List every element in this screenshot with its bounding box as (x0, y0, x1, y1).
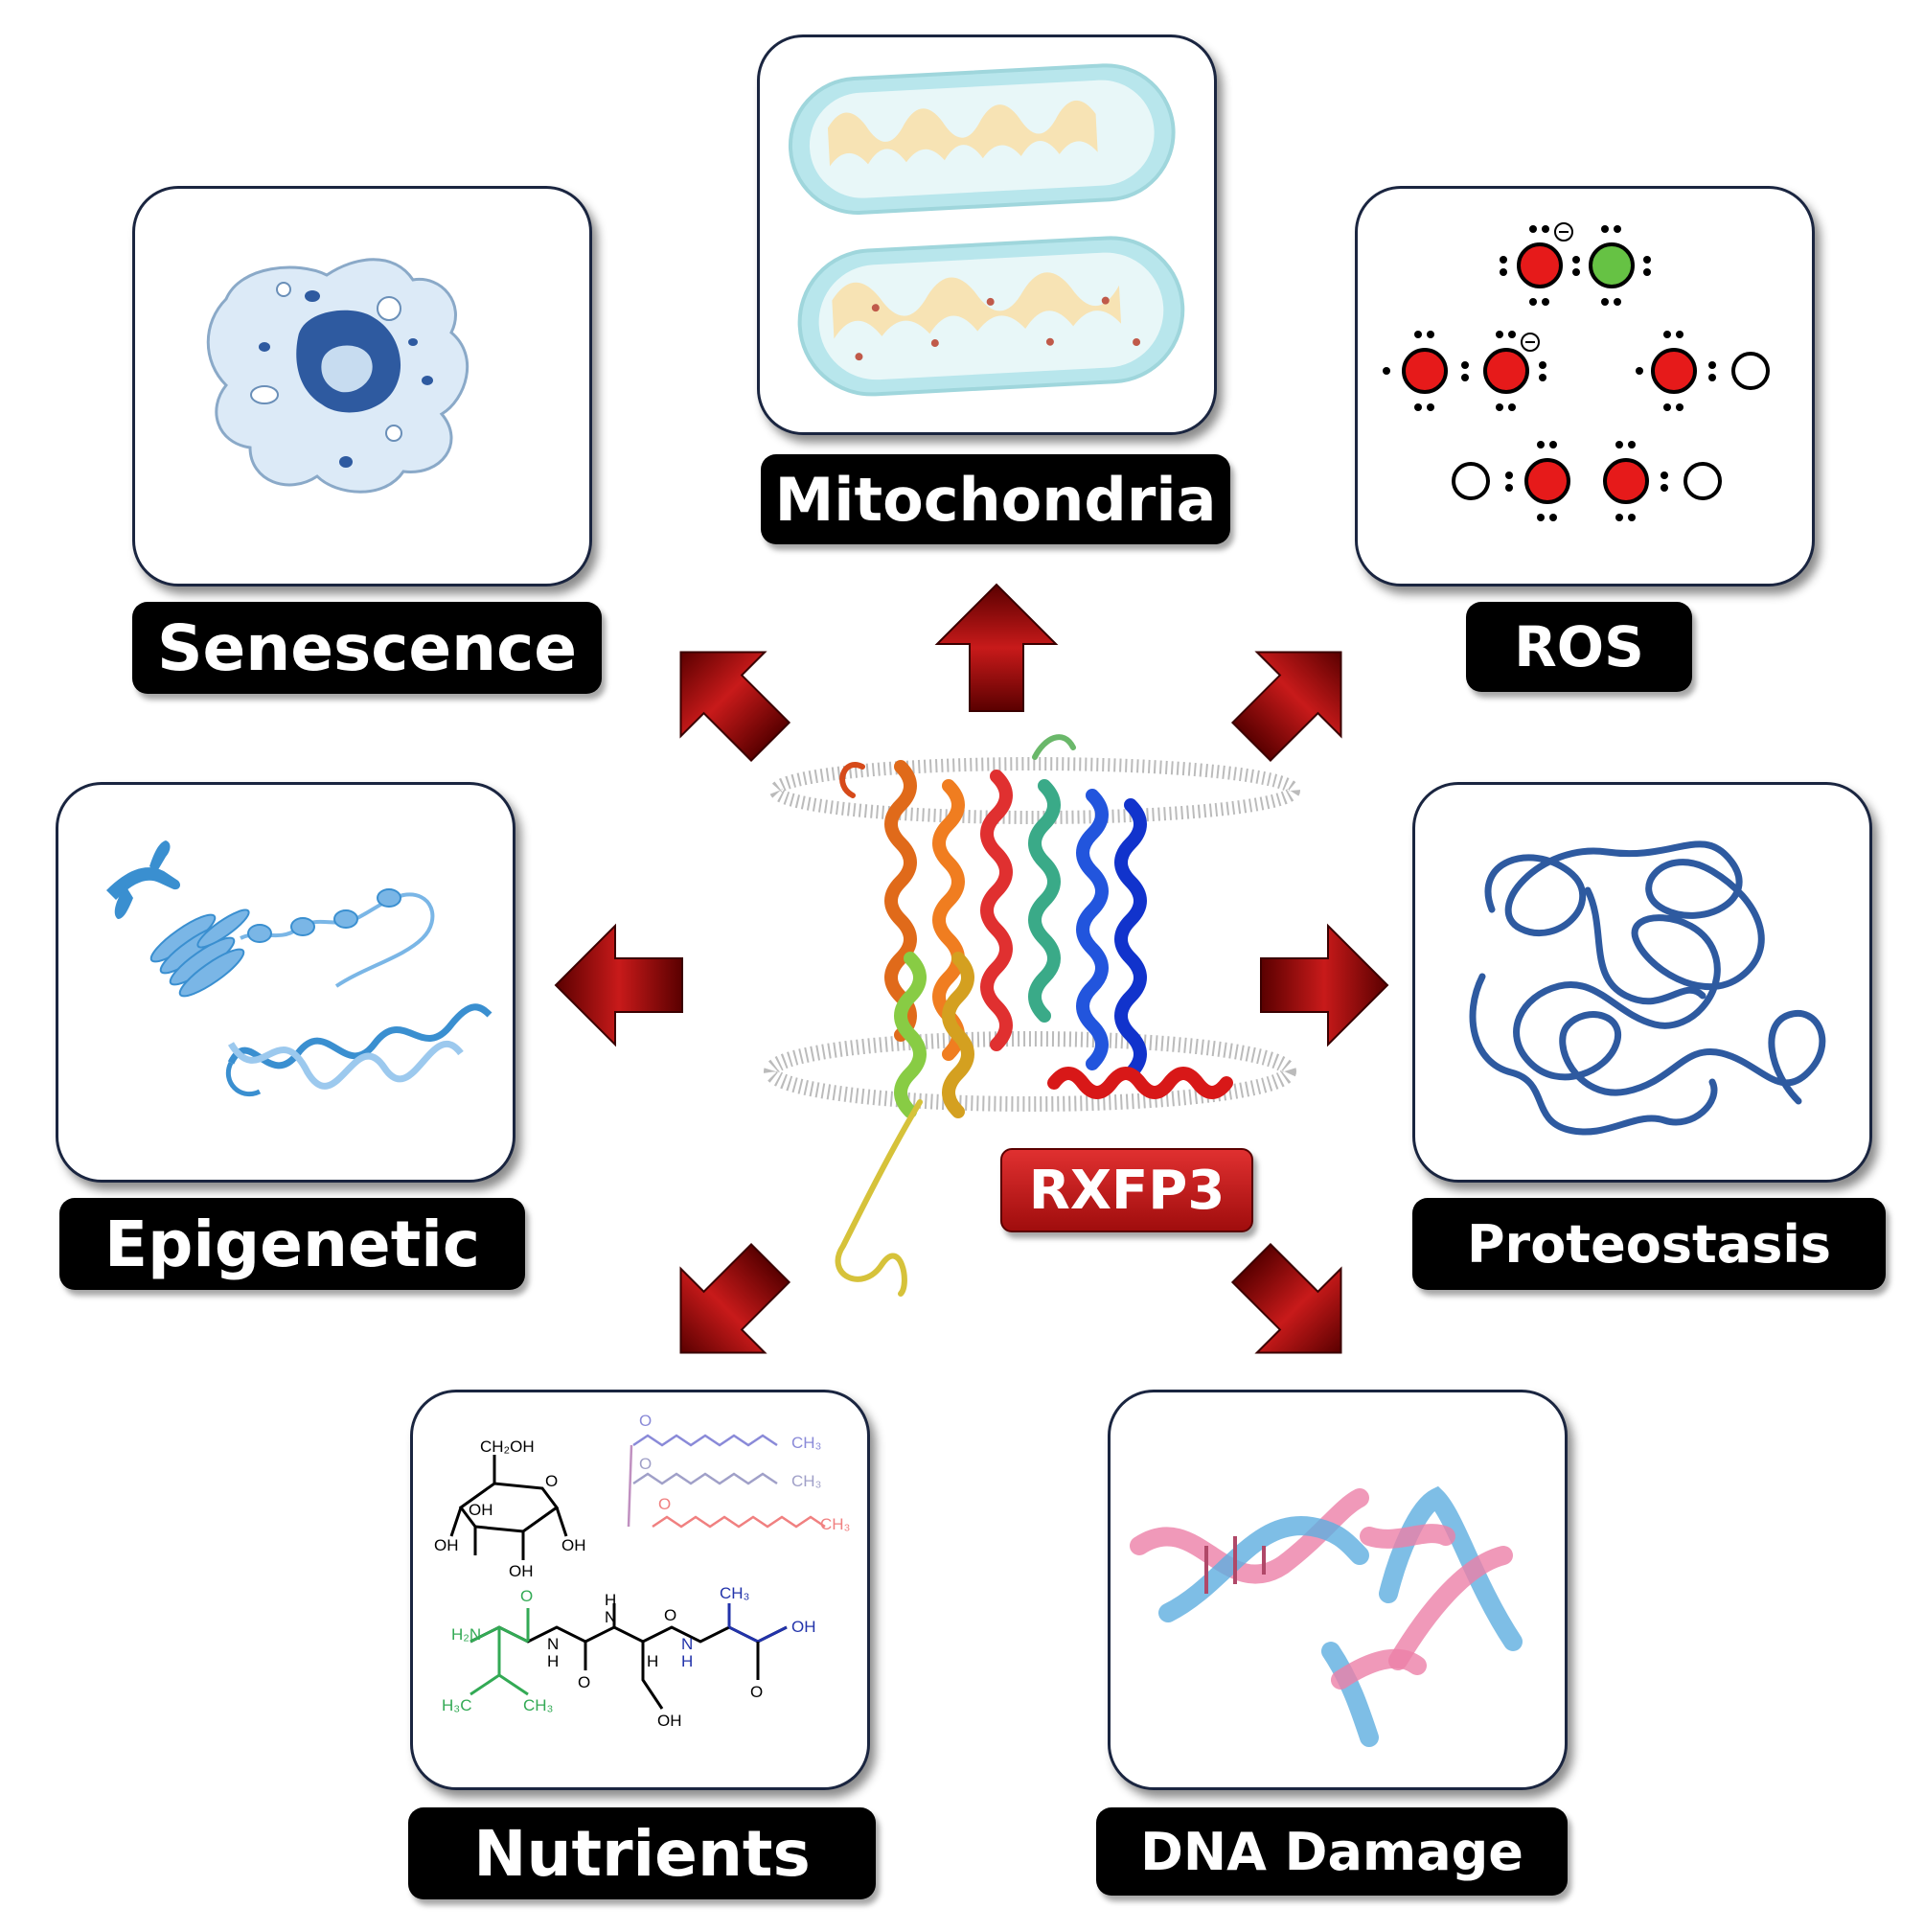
epigenetic-label: Epigenetic (59, 1198, 525, 1290)
arrow-to-ros (1230, 651, 1342, 763)
lipid-o-2: O (639, 1455, 652, 1473)
peptide-o-2: O (578, 1673, 590, 1691)
glucose-oh-3: OH (509, 1562, 534, 1580)
peptide-h3c: H₃C (442, 1696, 471, 1714)
lipid-ch3-3: CH₃ (820, 1515, 850, 1533)
peptide-h-3: H (681, 1652, 693, 1670)
peptide-ch3-2: CH₃ (523, 1696, 553, 1714)
glucose-oh-4: OH (469, 1501, 493, 1519)
arrow-to-dna-damage (1230, 1242, 1342, 1354)
peptide-h-4: H (647, 1652, 658, 1670)
senescence-label: Senescence (132, 602, 602, 694)
arrow-to-nutrients (679, 1242, 791, 1354)
ros-panel (1355, 186, 1815, 586)
lipid-o-3: O (658, 1495, 671, 1513)
mitochondria-panel (757, 34, 1217, 435)
proteostasis-label: Proteostasis (1412, 1198, 1886, 1290)
dna-damage-label: DNA Damage (1096, 1807, 1568, 1896)
arrow-to-mitochondria (934, 583, 1059, 712)
lipid-o-1: O (639, 1412, 652, 1430)
peptide-oh-2: OH (657, 1712, 682, 1730)
glucose-ring-o: O (545, 1472, 558, 1490)
arrow-to-proteostasis (1260, 923, 1389, 1047)
peptide-oh-1: OH (791, 1618, 816, 1636)
ros-label: ROS (1466, 602, 1692, 692)
arrow-to-senescence (679, 651, 791, 763)
peptide-n-1: N (547, 1635, 559, 1653)
ros-molecules-icon (1383, 222, 1770, 521)
mitochondria-label: Mitochondria (761, 454, 1230, 544)
epigenetic-panel (56, 782, 515, 1183)
chromosome-chromatin-icon (106, 840, 492, 1097)
nutrients-label: Nutrients (408, 1807, 876, 1899)
nutrient-structures-icon: CH₂OH O OH OH OH OH O CH₃ O CH₃ O CH₃ (434, 1412, 850, 1730)
dna-damage-panel (1108, 1390, 1568, 1790)
peptide-ch3-1: CH₃ (720, 1584, 749, 1602)
membrane-disc-top (769, 757, 1300, 824)
glucose-oh-1: OH (434, 1536, 459, 1554)
nutrients-panel: CH₂OH O OH OH OH OH O CH₃ O CH₃ O CH₃ (410, 1390, 870, 1790)
lipid-ch3-1: CH₃ (791, 1434, 821, 1452)
peptide-o-1: O (520, 1587, 533, 1605)
peptide-h2n: H₂N (451, 1625, 481, 1644)
arrow-to-epigenetic (554, 923, 683, 1047)
peptide-h-2: H (605, 1591, 616, 1609)
senescence-panel (132, 186, 592, 586)
lipid-ch3-2: CH₃ (791, 1472, 821, 1490)
membrane-disc-bottom (764, 1031, 1296, 1112)
peptide-h-1: H (547, 1652, 559, 1670)
peptide-o-4: O (750, 1683, 763, 1701)
proteostasis-panel (1412, 782, 1872, 1183)
peptide-n-3: N (681, 1635, 693, 1653)
glucose-oh-2: OH (561, 1536, 586, 1554)
rxfp3-label: RXFP3 (1000, 1148, 1253, 1232)
tangled-protein-icon (1469, 840, 1826, 1136)
rxfp3-structure (835, 734, 1233, 1297)
mitochondria-icon (788, 63, 1185, 397)
glucose-ch2oh: CH₂OH (480, 1438, 535, 1456)
peptide-o-3: O (664, 1606, 676, 1624)
peptide-n-2: N (605, 1608, 616, 1626)
broken-dna-icon (1130, 1485, 1523, 1747)
senescent-cell-icon (206, 258, 470, 494)
